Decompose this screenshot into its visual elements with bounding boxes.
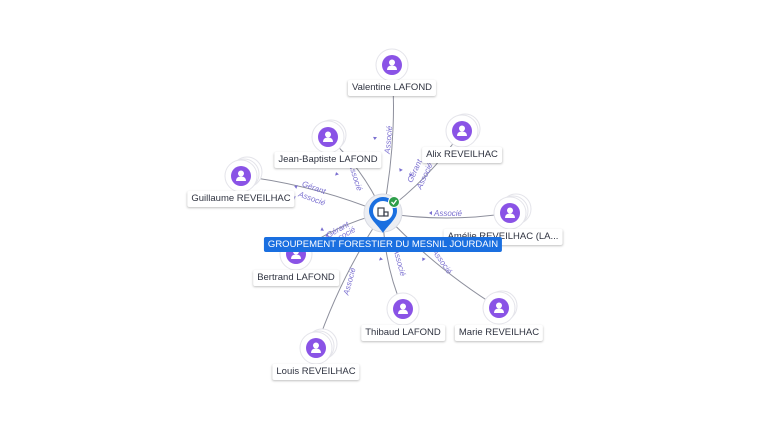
person-node-alix[interactable] — [445, 113, 481, 148]
person-node-marie[interactable] — [482, 290, 518, 325]
edge-arrow-marie — [422, 257, 426, 262]
person-node-louis[interactable] — [299, 328, 338, 365]
person-icon — [494, 302, 504, 313]
edge-arrow-amelie — [429, 211, 432, 215]
person-icon — [387, 59, 397, 70]
person-icon — [457, 125, 467, 136]
person-label-valentine[interactable]: Valentine LAFOND — [347, 80, 437, 96]
person-label-guillaume[interactable]: Guillaume REVEILHAC — [187, 191, 295, 207]
edge-arrow-alix_2 — [409, 173, 413, 177]
person-label-louis[interactable]: Louis REVEILHAC — [272, 364, 360, 380]
person-icon — [398, 303, 408, 314]
person-label-jean-baptiste[interactable]: Jean-Baptiste LAFOND — [274, 152, 382, 168]
person-label-marie[interactable]: Marie REVEILHAC — [454, 325, 544, 341]
edge-label-valentine: Associé — [383, 125, 395, 155]
edge-arrow-bertrand_2 — [325, 233, 329, 237]
person-label-thibaud[interactable]: Thibaud LAFOND — [361, 325, 445, 341]
person-label-bertrand[interactable]: Bertrand LAFOND — [253, 270, 339, 286]
edge-arrow-alix_1 — [399, 168, 403, 172]
building-icon — [377, 207, 389, 217]
person-icon — [323, 131, 333, 142]
person-node-jean-baptiste[interactable] — [311, 119, 347, 154]
person-icon — [311, 342, 321, 353]
person-node-guillaume[interactable] — [224, 156, 263, 193]
company-label[interactable]: GROUPEMENT FORESTIER DU MESNIL JOURDAIN — [263, 237, 503, 252]
person-icon — [505, 207, 515, 218]
edge-label-amelie: Associé — [433, 209, 463, 218]
check-icon — [388, 196, 400, 208]
edge-arrow-thibaud — [379, 257, 383, 261]
edge-arrow-bertrand_1 — [320, 227, 324, 231]
person-node-thibaud[interactable] — [386, 292, 420, 326]
person-icon — [236, 170, 246, 181]
person-node-valentine[interactable] — [375, 48, 409, 82]
person-label-alix[interactable]: Alix REVEILHAC — [422, 147, 502, 163]
edge-arrow-guillaume_1 — [294, 185, 298, 189]
person-node-amelie[interactable] — [493, 193, 532, 230]
nodes-layer — [224, 48, 532, 365]
company-node[interactable] — [363, 193, 403, 233]
edge-arrow-valentine — [373, 136, 377, 140]
edge-arrow-jean-baptiste — [335, 172, 339, 176]
